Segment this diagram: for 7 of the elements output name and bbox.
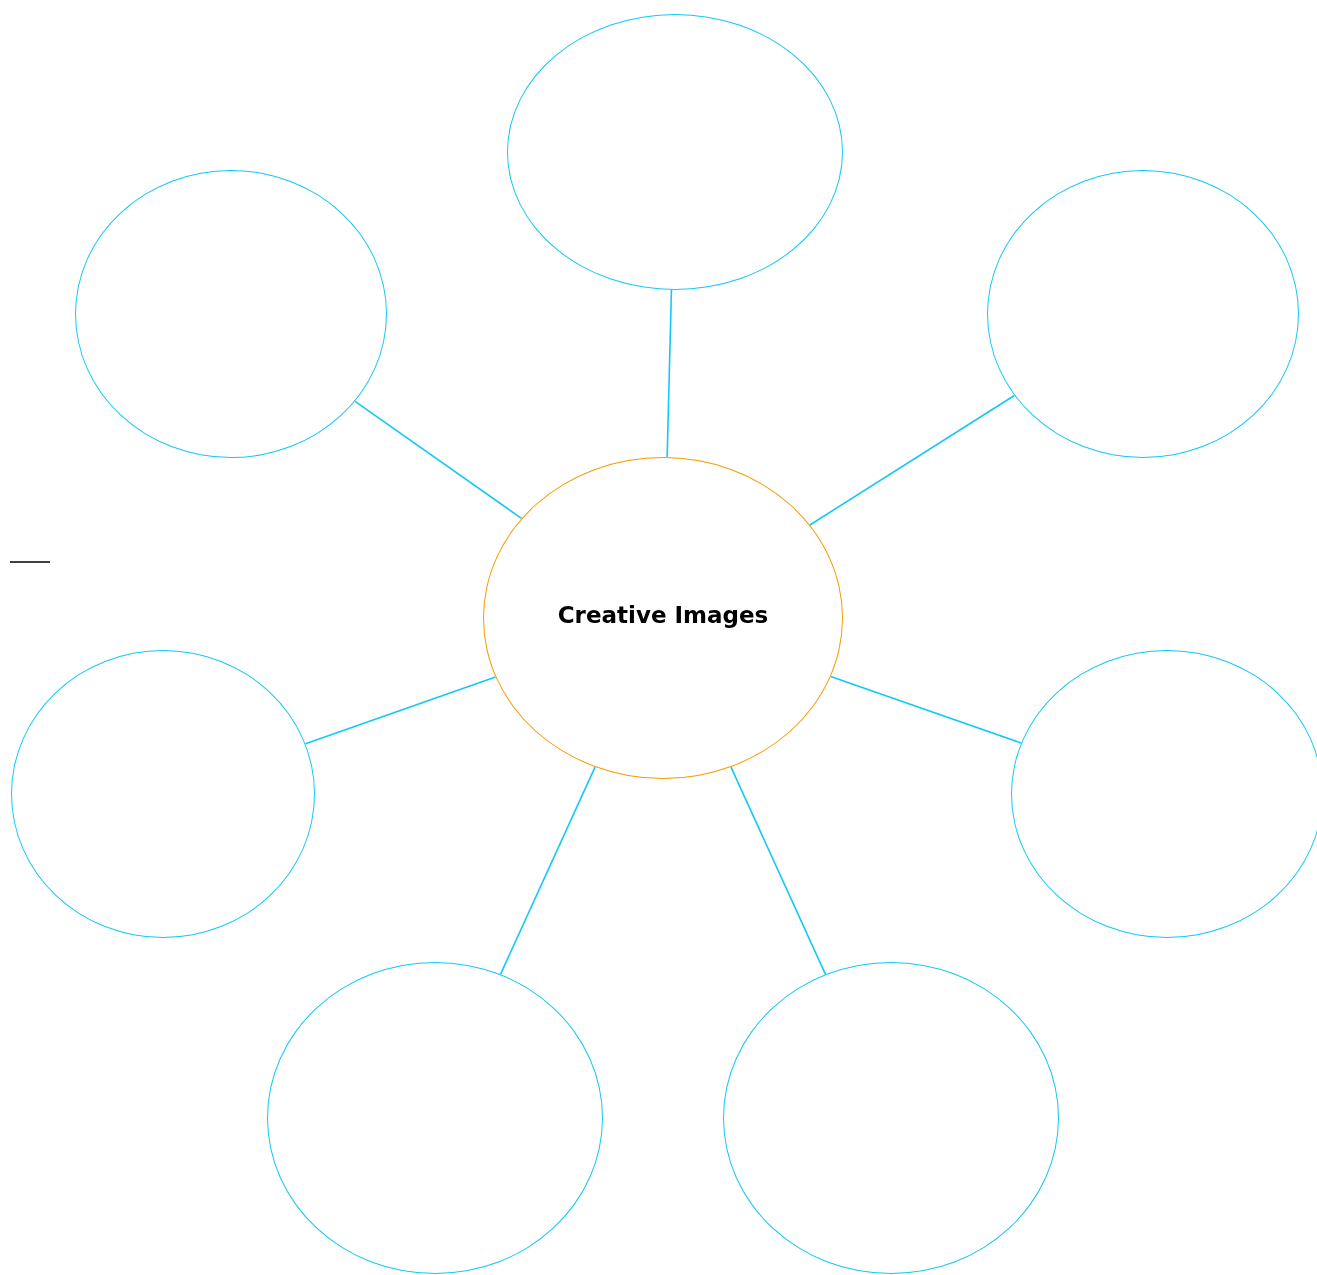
connector-line — [354, 400, 523, 520]
connector-line — [304, 676, 497, 745]
connector-line — [829, 675, 1022, 744]
node-label: Creative Images — [557, 602, 769, 628]
connector-line — [666, 289, 673, 458]
connector-line — [499, 766, 596, 976]
connector-line — [730, 766, 827, 976]
